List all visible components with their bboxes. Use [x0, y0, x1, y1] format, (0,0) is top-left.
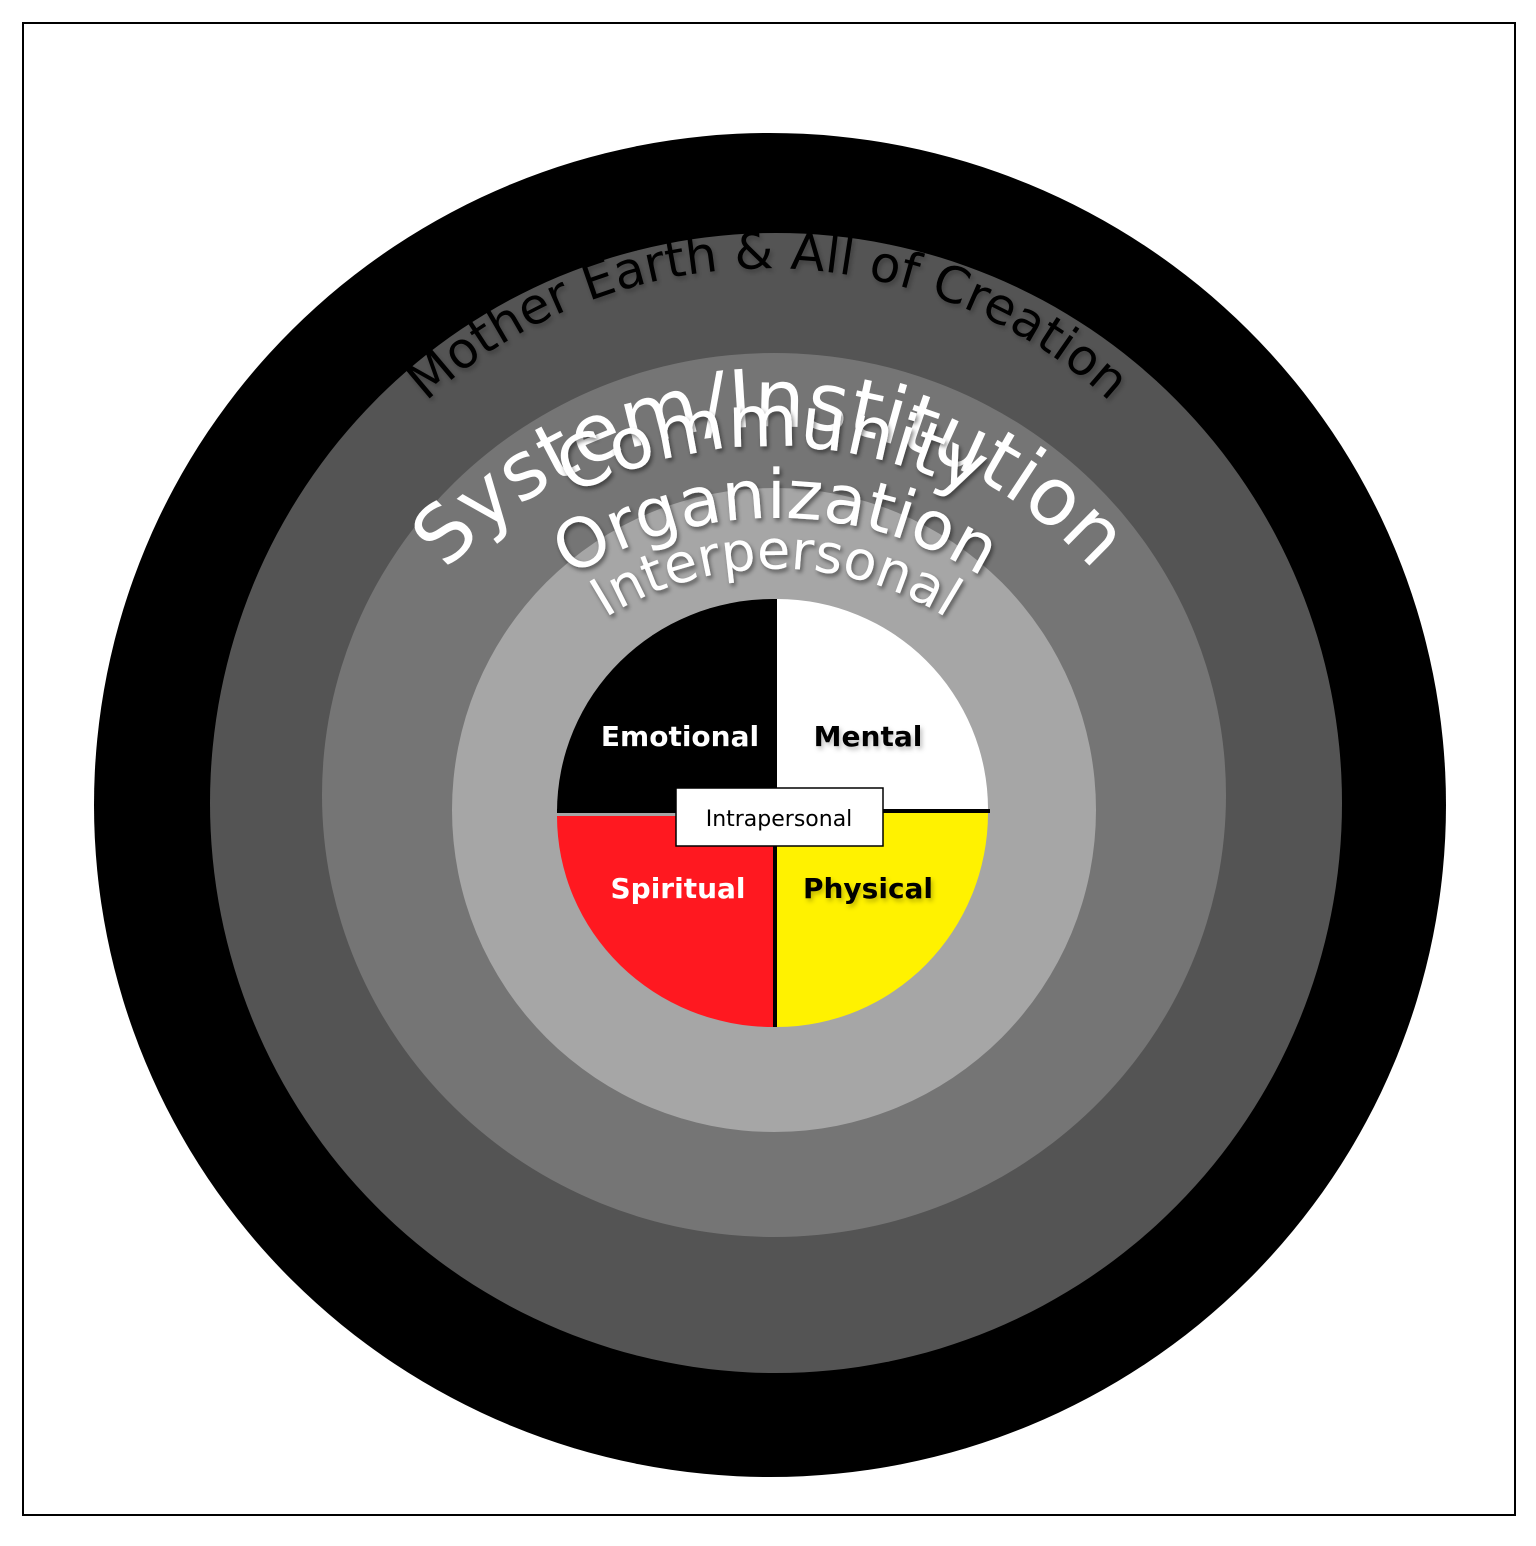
- spiritual-label: Spiritual: [610, 872, 745, 905]
- quadrant-mental: [777, 599, 988, 809]
- quadrant-emotional: [557, 599, 773, 812]
- mental-label: Mental: [814, 720, 923, 753]
- physical-label: Physical: [803, 872, 933, 905]
- medicine-wheel: Emotional Mental Spiritual Physical Intr…: [557, 599, 990, 1027]
- intrapersonal-label: Intrapersonal: [706, 807, 853, 832]
- intrapersonal-box: [675, 787, 884, 847]
- emotional-label: Emotional: [601, 720, 759, 753]
- quadrant-physical: [777, 813, 988, 1027]
- quadrant-spiritual: [557, 816, 773, 1027]
